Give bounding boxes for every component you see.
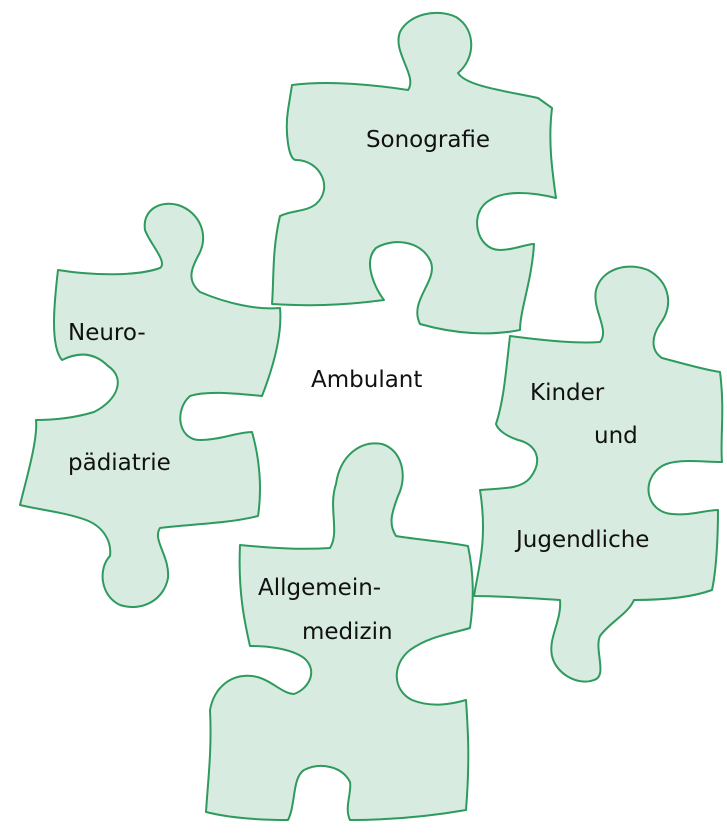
- label-neuro-line2: pädiatrie: [68, 450, 171, 476]
- puzzle-piece-allgemeinmedizin-shape: [205, 442, 474, 821]
- puzzle-piece-neuropaediatrie: Neuro- pädiatrie: [19, 202, 282, 608]
- label-allgemein-line2: medizin: [302, 619, 393, 645]
- puzzle-piece-kinder-jugendliche: Kinder und Jugendliche: [473, 265, 724, 683]
- label-kinder-line3: Jugendliche: [514, 527, 649, 553]
- label-kinder-line1: Kinder: [530, 380, 605, 406]
- puzzle-piece-allgemeinmedizin: Allgemein- medizin: [205, 442, 474, 821]
- label-allgemein-line1: Allgemein-: [258, 575, 381, 601]
- puzzle-piece-sonografie-shape: [271, 11, 557, 335]
- label-ambulant: Ambulant: [311, 367, 422, 393]
- label-neuro-line1: Neuro-: [68, 320, 146, 346]
- puzzle-piece-neuropaediatrie-shape: [19, 202, 282, 608]
- puzzle-piece-kinder-jugendliche-shape: [473, 265, 724, 683]
- puzzle-piece-sonografie: Sonografie: [271, 11, 557, 335]
- label-kinder-line2: und: [594, 423, 638, 449]
- label-sonografie: Sonografie: [366, 127, 490, 153]
